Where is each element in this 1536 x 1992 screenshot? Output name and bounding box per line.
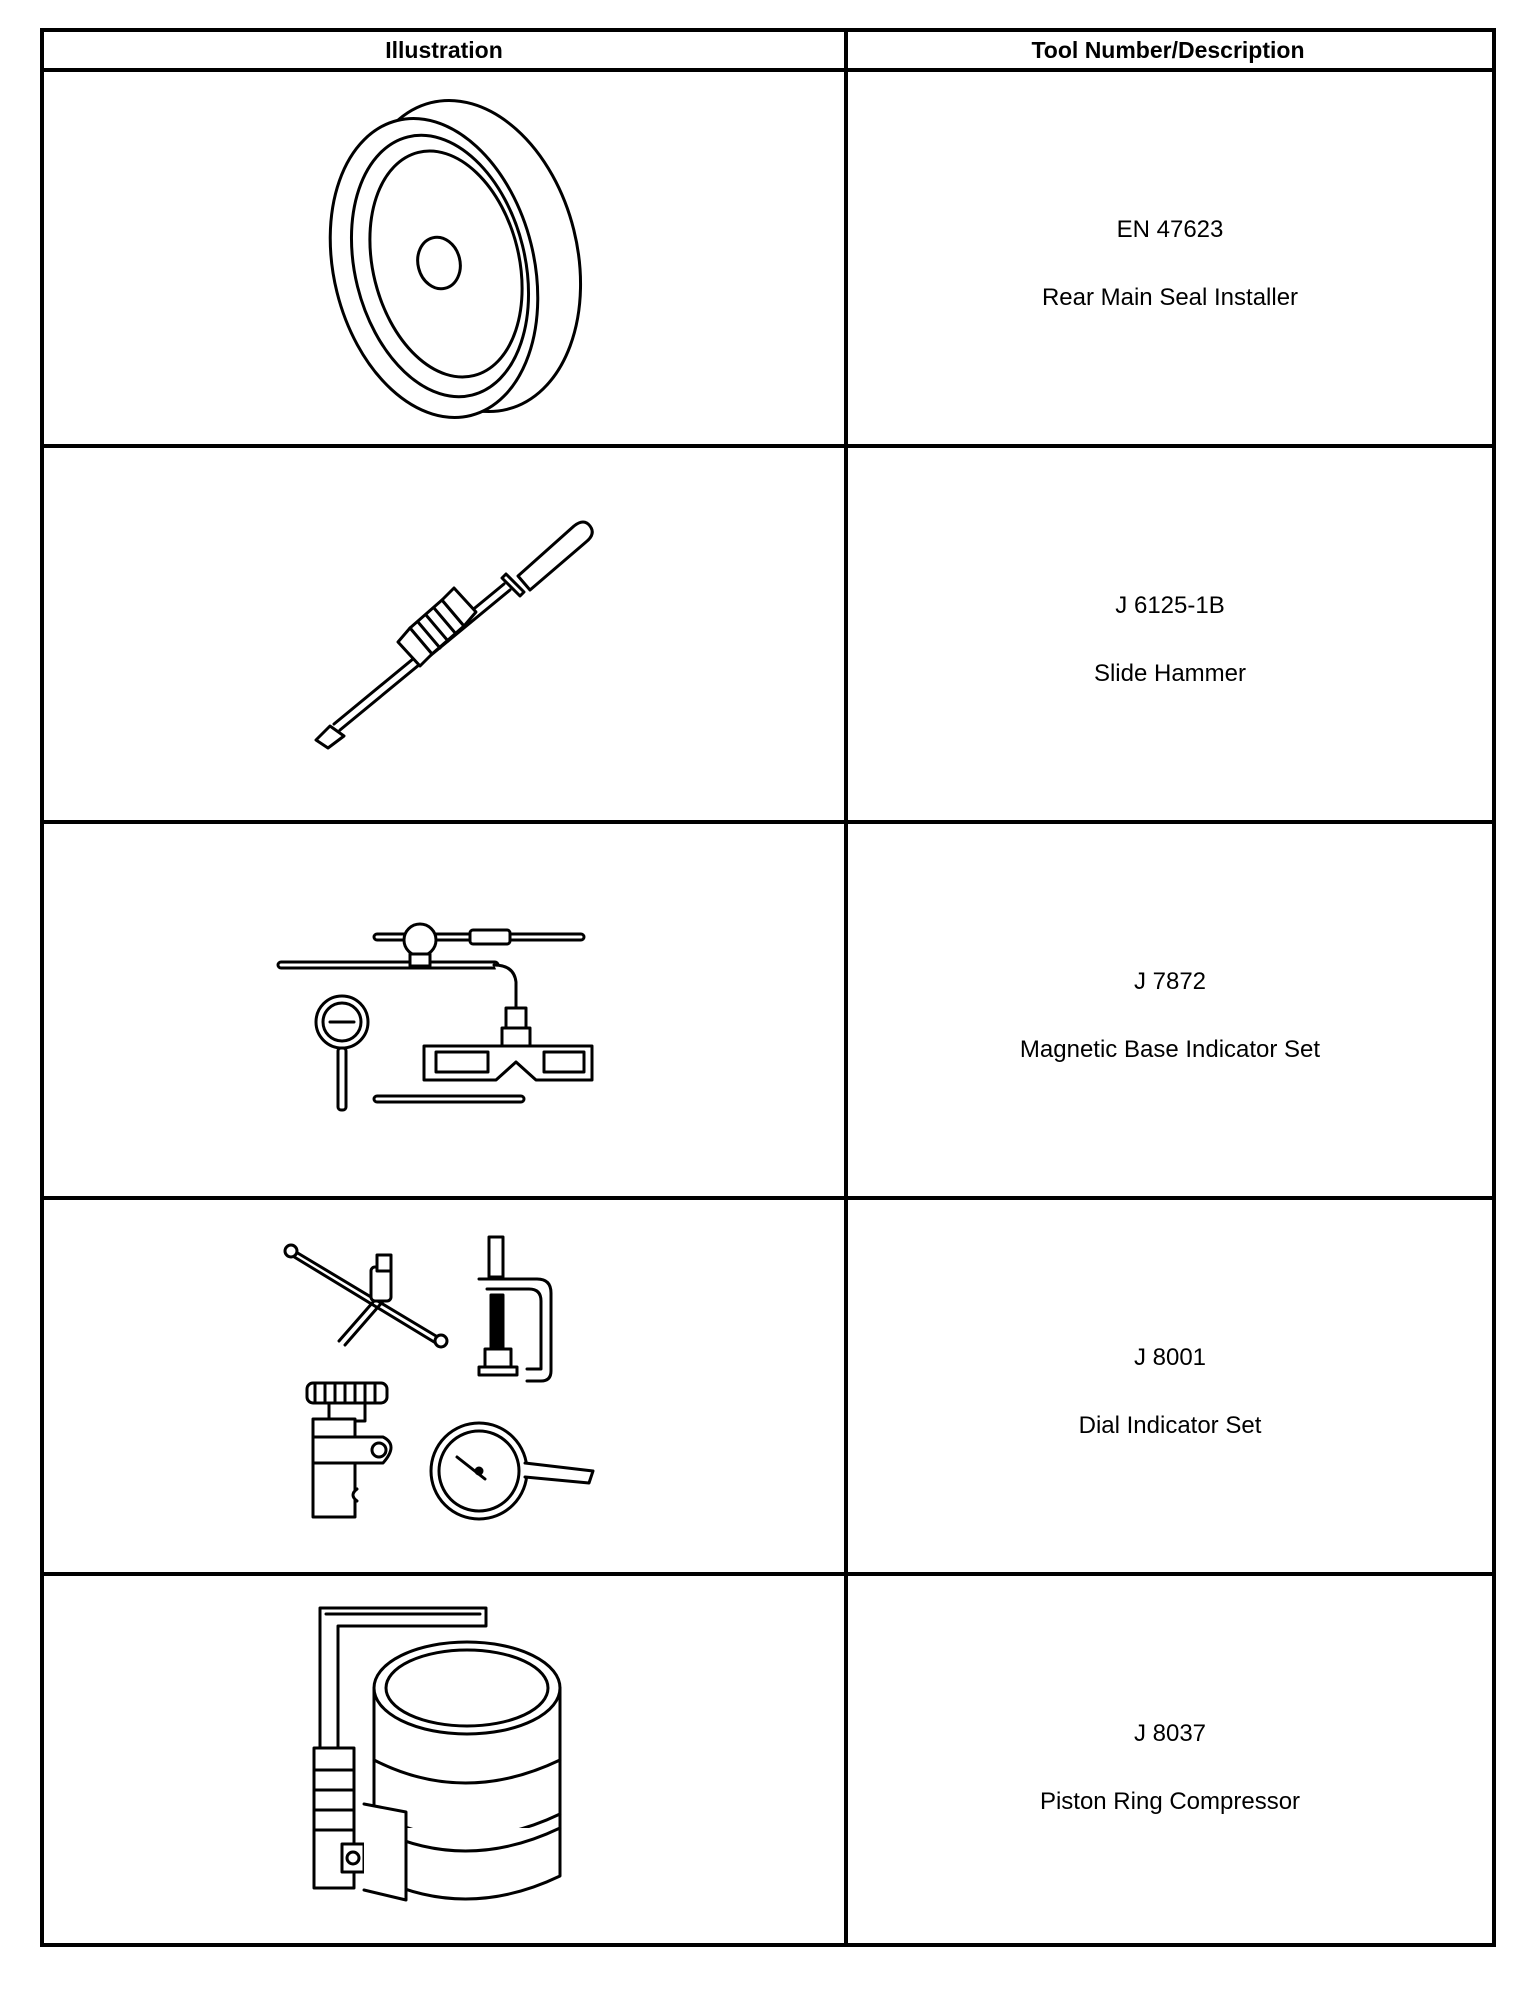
column-divider <box>844 32 848 1943</box>
tool-description: Magnetic Base Indicator Set <box>1019 1036 1321 1063</box>
special-tools-table: Illustration Tool Number/Description EN … <box>40 28 1496 1947</box>
illustration-cell <box>44 448 844 820</box>
tool-number: J 7872 <box>1133 968 1207 995</box>
table-row: EN 47623 Rear Main Seal Installer <box>44 72 1492 448</box>
header-tool-number-description: Tool Number/Description <box>1031 36 1305 63</box>
description-cell: EN 47623 Rear Main Seal Installer <box>848 72 1492 444</box>
illustration-cell <box>44 1200 844 1572</box>
table-row: J 8001 Dial Indicator Set <box>44 1200 1492 1576</box>
table-row: J 8037 Piston Ring Compressor <box>44 1576 1492 1943</box>
magnetic-base-indicator-icon <box>276 922 594 1112</box>
description-cell: J 8037 Piston Ring Compressor <box>848 1576 1492 1943</box>
seal-installer-icon <box>328 98 583 419</box>
tool-description: Rear Main Seal Installer <box>1041 284 1299 311</box>
slide-hammer-icon <box>314 520 594 750</box>
tool-number: J 6125-1B <box>1115 592 1225 619</box>
illustration-cell <box>44 72 844 444</box>
tool-number: J 8001 <box>1133 1344 1207 1371</box>
illustration-cell <box>44 824 844 1196</box>
tool-number: EN 47623 <box>1116 216 1224 243</box>
tool-description: Dial Indicator Set <box>1078 1412 1262 1439</box>
tool-description: Slide Hammer <box>1093 660 1247 687</box>
table-header-row: Illustration Tool Number/Description <box>44 32 1492 72</box>
illustration-cell <box>44 1576 844 1943</box>
table-row: J 7872 Magnetic Base Indicator Set <box>44 824 1492 1200</box>
dial-indicator-set-icon <box>283 1235 595 1521</box>
header-illustration: Illustration <box>385 36 503 63</box>
description-cell: J 8001 Dial Indicator Set <box>848 1200 1492 1572</box>
tool-description: Piston Ring Compressor <box>1039 1788 1301 1815</box>
description-cell: J 7872 Magnetic Base Indicator Set <box>848 824 1492 1196</box>
table-row: J 6125-1B Slide Hammer <box>44 448 1492 824</box>
description-cell: J 6125-1B Slide Hammer <box>848 448 1492 820</box>
piston-ring-compressor-icon <box>312 1606 562 1901</box>
tool-number: J 8037 <box>1133 1720 1207 1747</box>
